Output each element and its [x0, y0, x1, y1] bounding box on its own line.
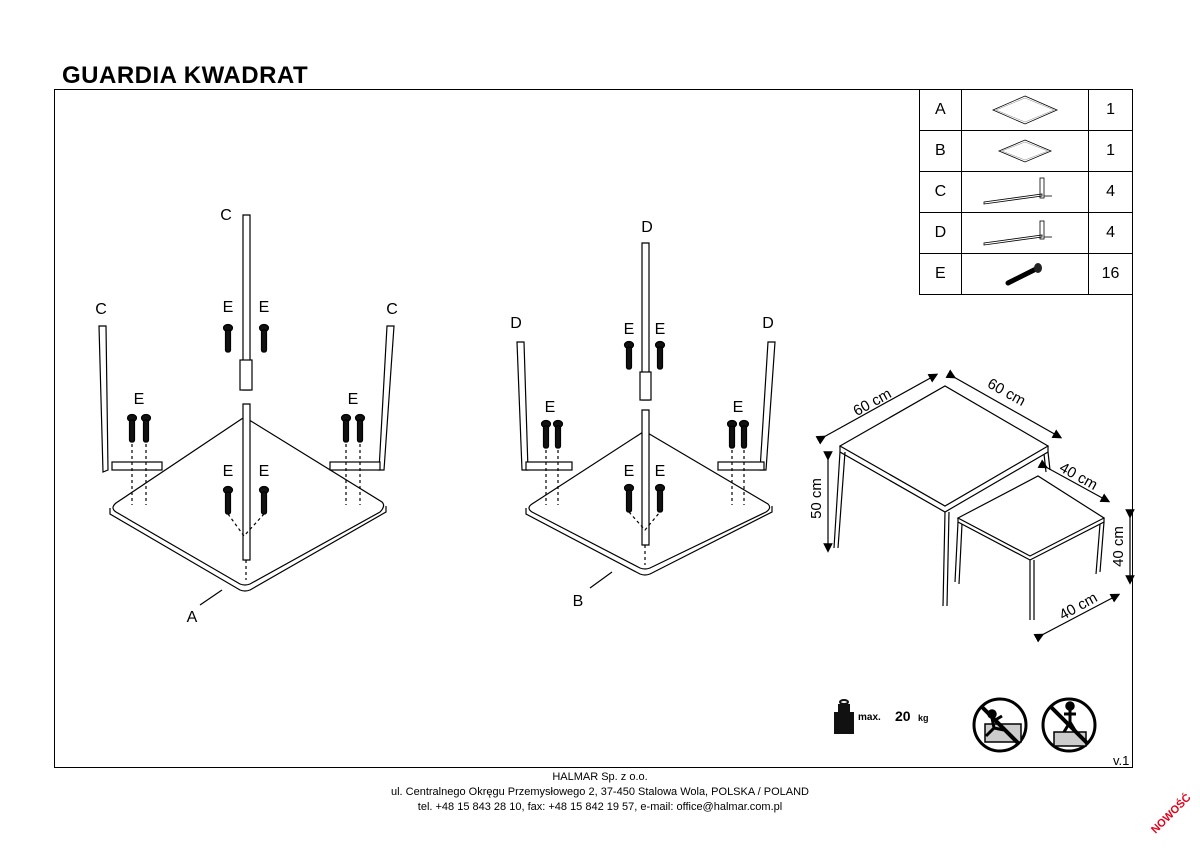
- footer-company: HALMAR Sp. z o.o.: [552, 771, 648, 783]
- leg-c-top: [222, 214, 270, 391]
- label-screw-e: E: [133, 391, 145, 408]
- leg-d-top: [623, 242, 666, 401]
- parts-table: A 1 B 1 C 4 D 4 E 16: [919, 89, 1133, 295]
- label-screw-e: E: [732, 399, 744, 416]
- assembly-b: [516, 242, 776, 589]
- part-letter: C: [919, 171, 962, 213]
- leg-c-right: [329, 325, 395, 505]
- part-row-e: E 16: [919, 253, 1133, 295]
- nested-tables: [815, 369, 1135, 643]
- label-leg-c: C: [220, 207, 232, 224]
- instruction-frame: [54, 89, 1133, 768]
- short-leg-icon: [983, 220, 1052, 246]
- leg-d-center: [623, 409, 666, 565]
- label-leg-d: D: [762, 315, 774, 332]
- part-qty: 4: [1088, 212, 1133, 254]
- label-screw-e: E: [258, 463, 270, 480]
- small-tabletop-icon: [997, 139, 1052, 163]
- no-climbing-icon: [972, 697, 1028, 753]
- leg-d-right: [717, 341, 776, 505]
- part-row-c: C 4: [919, 171, 1133, 213]
- label-screw-e: E: [347, 391, 359, 408]
- leg-d-left: [516, 341, 573, 505]
- assembly-a: [98, 214, 395, 606]
- part-qty: 16: [1088, 253, 1133, 295]
- label-screw-e: E: [623, 321, 635, 338]
- footer: HALMAR Sp. z o.o. ul. Centralnego Okręgu…: [0, 770, 1200, 815]
- dimension-big-height: 50 cm: [807, 478, 825, 519]
- max-load-label: max.: [858, 712, 881, 723]
- leg-c-center: [222, 403, 270, 580]
- footer-address: ul. Centralnego Okręgu Przemysłowego 2, …: [390, 786, 809, 798]
- no-standing-icon: [1041, 697, 1097, 753]
- label-top-b: B: [572, 593, 584, 610]
- label-screw-e: E: [654, 463, 666, 480]
- screw-icon: [1005, 263, 1042, 286]
- weight-icon: [834, 699, 854, 734]
- max-load-value: 20: [895, 708, 911, 724]
- label-screw-e: E: [544, 399, 556, 416]
- dimension-small-height: 40 cm: [1109, 526, 1127, 567]
- part-letter: B: [919, 130, 962, 172]
- part-row-d: D 4: [919, 212, 1133, 254]
- part-qty: 1: [1088, 130, 1133, 172]
- label-leg-c: C: [386, 301, 398, 318]
- document-title: GUARDIA KWADRAT: [62, 62, 309, 89]
- label-leg-d: D: [510, 315, 522, 332]
- leg-c-left: [98, 325, 163, 505]
- footer-contact: tel. +48 15 843 28 10, fax: +48 15 842 1…: [417, 801, 783, 813]
- long-leg-icon: [983, 177, 1052, 205]
- version-label: v.1: [1113, 753, 1130, 768]
- label-screw-e: E: [222, 463, 234, 480]
- label-screw-e: E: [654, 321, 666, 338]
- part-row-b: B 1: [919, 130, 1133, 172]
- label-screw-e: E: [222, 299, 234, 316]
- large-tabletop-icon: [991, 95, 1058, 125]
- label-leg-c: C: [95, 301, 107, 318]
- label-top-a: A: [186, 609, 198, 626]
- part-qty: 4: [1088, 171, 1133, 213]
- label-screw-e: E: [623, 463, 635, 480]
- label-screw-e: E: [258, 299, 270, 316]
- label-leg-d: D: [641, 219, 653, 236]
- max-load-unit: kg: [918, 713, 929, 723]
